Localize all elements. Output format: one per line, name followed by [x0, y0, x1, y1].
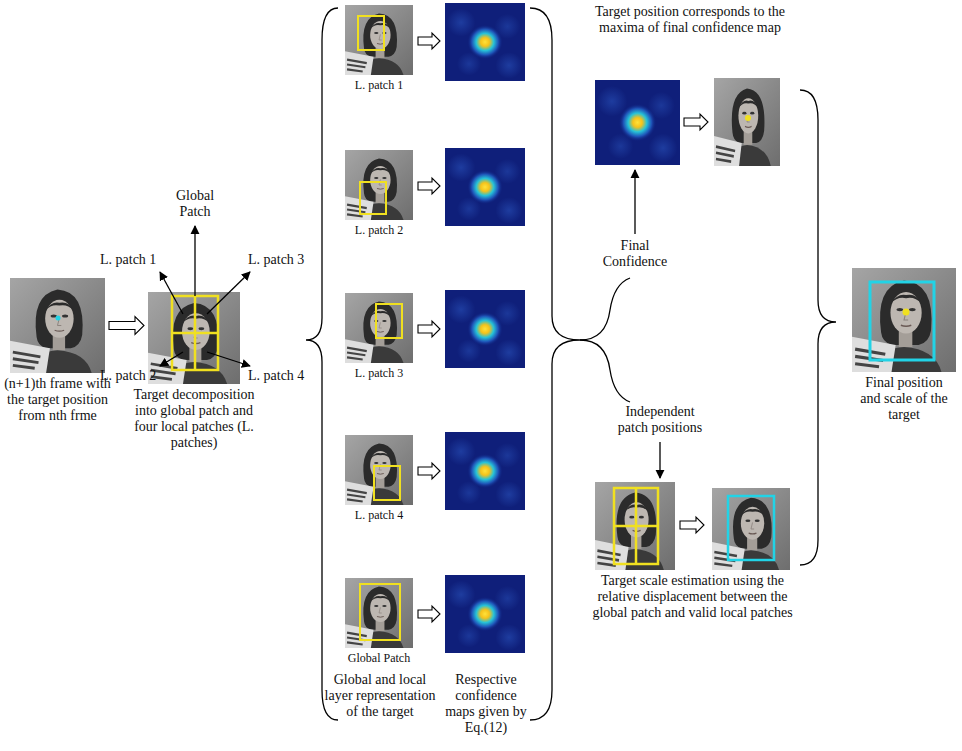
- panel-caption: Target scale estimation using the relati…: [590, 573, 795, 621]
- annotation-label: Global Patch: [165, 188, 225, 220]
- hollow-arrows: [418, 33, 708, 622]
- face-photo: [345, 435, 413, 505]
- patch-box: [360, 584, 400, 640]
- patch-box: [360, 182, 386, 214]
- face-photo: [595, 482, 675, 570]
- annotation-label: Respective confidence maps given by Eq.(…: [440, 672, 532, 736]
- brace: [306, 8, 338, 720]
- target-dot: [903, 309, 910, 316]
- image-panel: Global Patch: [345, 578, 413, 648]
- leader-arrows: [160, 226, 250, 366]
- scale-box: [728, 496, 774, 560]
- panel-caption: L. patch 2: [339, 223, 419, 237]
- face-photo: [10, 278, 105, 373]
- image-panel: L. patch 1: [345, 5, 413, 75]
- annotation-label: L. patch 3: [248, 252, 318, 268]
- confidence-map: [445, 575, 525, 653]
- confidence-map: [445, 432, 525, 510]
- confidence-map: [445, 148, 525, 226]
- branch-line: [580, 340, 630, 402]
- image-panel: Target scale estimation using the relati…: [595, 482, 790, 570]
- target-dot: [745, 115, 751, 121]
- image-panel: Final position and scale of the target: [852, 268, 956, 372]
- face-photo: [345, 150, 413, 220]
- patch-grid: [614, 488, 658, 564]
- face-photo: [345, 293, 413, 363]
- face-photo: [712, 488, 790, 570]
- annotation-label: Global and local layer representation of…: [322, 672, 438, 720]
- patch-box: [358, 16, 384, 50]
- image-panel: Target decomposition into global patch a…: [148, 292, 240, 384]
- panel-caption: L. patch 1: [339, 78, 419, 92]
- patch-box: [376, 304, 402, 338]
- annotation-label: L. patch 1: [100, 252, 170, 268]
- panel-caption: Global Patch: [334, 651, 424, 665]
- annotation-label: L. patch 2: [100, 368, 170, 384]
- patch-box: [374, 466, 400, 500]
- face-photo: [345, 5, 413, 75]
- panel-caption: Target decomposition into global patch a…: [133, 387, 255, 451]
- annotation-label: Target position corresponds to the maxim…: [585, 4, 795, 36]
- face-photo: [852, 268, 956, 372]
- panel-caption: L. patch 4: [339, 508, 419, 522]
- target-dot: [56, 316, 61, 321]
- panel-caption: Final position and scale of the target: [854, 375, 954, 423]
- annotation-label: Independent patch positions: [612, 404, 708, 436]
- brace: [530, 8, 580, 720]
- image-panel: (n+1)th frame with the target position f…: [10, 278, 105, 373]
- confidence-map: [595, 80, 680, 165]
- face-photo: [345, 578, 413, 648]
- hollow-arrow: [109, 317, 144, 335]
- confidence-map: [445, 290, 525, 368]
- image-panel: L. patch 3: [345, 293, 413, 363]
- face-photo: [714, 78, 780, 166]
- annotation-label: L. patch 4: [248, 368, 318, 384]
- image-panel: L. patch 2: [345, 150, 413, 220]
- branch-line: [580, 278, 630, 340]
- face-photo: [148, 292, 240, 384]
- confidence-map: [445, 3, 525, 81]
- brace: [800, 90, 836, 565]
- panel-caption: L. patch 3: [339, 366, 419, 380]
- image-panel: L. patch 4: [345, 435, 413, 505]
- panel-caption: (n+1)th frame with the target position f…: [2, 376, 114, 424]
- scale-box: [870, 282, 934, 360]
- annotation-label: Final Confidence: [594, 238, 676, 270]
